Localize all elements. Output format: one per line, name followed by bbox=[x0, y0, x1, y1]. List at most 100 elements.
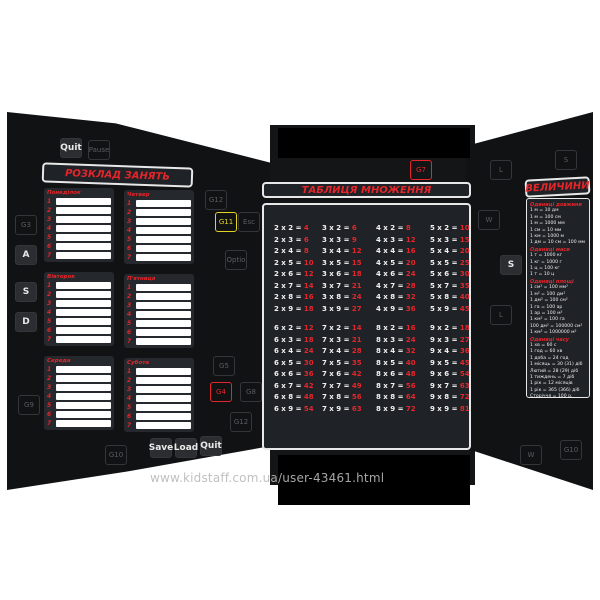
lesson-field[interactable] bbox=[136, 368, 191, 375]
lesson-number: 4 bbox=[127, 227, 132, 234]
result: 6 bbox=[351, 224, 357, 232]
multiplication-row: 9 x 6 = 54 bbox=[430, 370, 470, 382]
multiplication-row: 9 x 7 = 63 bbox=[430, 382, 470, 394]
lesson-field[interactable] bbox=[136, 293, 191, 300]
lesson-field[interactable] bbox=[136, 209, 191, 216]
lesson-field[interactable] bbox=[56, 198, 111, 205]
lesson-field[interactable] bbox=[56, 252, 111, 259]
lesson-field[interactable] bbox=[56, 366, 111, 373]
lesson-number: 3 bbox=[127, 302, 132, 309]
lesson-field[interactable] bbox=[56, 207, 111, 214]
values-line: 1 м = 10 дм bbox=[530, 208, 559, 214]
lesson-field[interactable] bbox=[136, 377, 191, 384]
values-line: 1 тиждень = 7 діб bbox=[530, 374, 575, 380]
multiplication-row: 4 x 3 = 12 bbox=[376, 236, 416, 248]
result: 35 bbox=[459, 281, 470, 290]
lesson-field[interactable] bbox=[136, 422, 191, 429]
keyboard-key: S bbox=[500, 255, 522, 275]
multiplication-title: ТАБЛИЦЯ МНОЖЕННЯ bbox=[262, 182, 471, 198]
result: 14 bbox=[351, 324, 362, 332]
lesson-field[interactable] bbox=[56, 300, 111, 307]
values-section-heading: Одиниці маси bbox=[530, 246, 570, 253]
lesson-field[interactable] bbox=[136, 284, 191, 291]
multiplication-row: 2 x 6 = 12 bbox=[274, 270, 314, 282]
keyboard-key: Quit bbox=[200, 436, 222, 456]
lesson-field[interactable] bbox=[136, 320, 191, 327]
values-line: Лютий = 28 (29) діб bbox=[530, 368, 579, 374]
values-line: 1 місяць = 30 (31) діб bbox=[530, 362, 583, 368]
multiplication-row: 8 x 5 = 40 bbox=[376, 359, 416, 371]
result: 49 bbox=[351, 381, 362, 390]
lesson-field[interactable] bbox=[56, 375, 111, 382]
result: 8 bbox=[303, 247, 309, 255]
lesson-number: 1 bbox=[47, 282, 52, 289]
lesson-number: 2 bbox=[127, 377, 132, 384]
lesson-number: 5 bbox=[127, 404, 132, 411]
result: 8 bbox=[405, 224, 411, 232]
lesson-row: 6 bbox=[127, 328, 191, 337]
multiplication-row: 2 x 2 = 4 bbox=[274, 224, 314, 236]
lesson-row: 5 bbox=[127, 403, 191, 412]
lesson-field[interactable] bbox=[136, 386, 191, 393]
expression: 2 x 3 = bbox=[274, 235, 304, 244]
lesson-field[interactable] bbox=[136, 245, 191, 252]
lesson-row: 5 bbox=[127, 319, 191, 328]
lesson-field[interactable] bbox=[56, 327, 111, 334]
expression: 9 x 7 = bbox=[430, 381, 460, 390]
lesson-field[interactable] bbox=[136, 329, 191, 336]
expression: 8 x 3 = bbox=[376, 335, 406, 344]
lesson-field[interactable] bbox=[56, 216, 111, 223]
lesson-field[interactable] bbox=[136, 227, 191, 234]
lesson-row: 4 bbox=[127, 226, 191, 235]
lesson-field[interactable] bbox=[136, 395, 191, 402]
lesson-field[interactable] bbox=[56, 309, 111, 316]
lesson-field[interactable] bbox=[56, 243, 111, 250]
multiplication-row: 6 x 4 = 24 bbox=[274, 347, 314, 359]
lesson-field[interactable] bbox=[56, 336, 111, 343]
multiplication-row: 3 x 2 = 6 bbox=[322, 224, 362, 236]
expression: 9 x 2 = bbox=[430, 324, 460, 332]
expression: 5 x 6 = bbox=[430, 270, 460, 278]
values-line: 1 м² = 100 дм² bbox=[530, 291, 566, 297]
lesson-number: 7 bbox=[47, 420, 52, 427]
lesson-field[interactable] bbox=[136, 404, 191, 411]
lesson-field[interactable] bbox=[56, 393, 111, 400]
keyboard-key: G12 bbox=[230, 412, 252, 432]
values-section-heading: Одиниці площі bbox=[530, 278, 574, 285]
lesson-number: 4 bbox=[47, 309, 52, 316]
lesson-field[interactable] bbox=[56, 291, 111, 298]
lesson-field[interactable] bbox=[56, 402, 111, 409]
lesson-number: 6 bbox=[47, 411, 52, 418]
expression: 6 x 3 = bbox=[274, 335, 304, 344]
lesson-number: 4 bbox=[47, 393, 52, 400]
expression: 3 x 4 = bbox=[322, 247, 352, 255]
lesson-field[interactable] bbox=[136, 302, 191, 309]
lesson-field[interactable] bbox=[136, 254, 191, 261]
lesson-row: 6 bbox=[127, 244, 191, 253]
multiplication-row: 8 x 4 = 32 bbox=[376, 347, 416, 359]
lesson-field[interactable] bbox=[56, 420, 111, 427]
lesson-field[interactable] bbox=[136, 218, 191, 225]
keyboard-key: L bbox=[490, 305, 512, 325]
lesson-field[interactable] bbox=[56, 384, 111, 391]
lesson-field[interactable] bbox=[56, 282, 111, 289]
expression: 9 x 5 = bbox=[430, 358, 460, 367]
lesson-field[interactable] bbox=[56, 411, 111, 418]
lesson-field[interactable] bbox=[136, 236, 191, 243]
result: 32 bbox=[405, 347, 416, 355]
lesson-row: 1 bbox=[127, 367, 191, 376]
lesson-field[interactable] bbox=[56, 318, 111, 325]
lesson-field[interactable] bbox=[136, 338, 191, 345]
lesson-field[interactable] bbox=[136, 311, 191, 318]
lesson-field[interactable] bbox=[56, 234, 111, 241]
lesson-field[interactable] bbox=[56, 225, 111, 232]
lesson-field[interactable] bbox=[136, 413, 191, 420]
result: 20 bbox=[405, 258, 416, 267]
values-line: 100 дм² = 100000 см² bbox=[530, 323, 583, 329]
lesson-row: 3 bbox=[47, 215, 111, 224]
lesson-field[interactable] bbox=[136, 200, 191, 207]
multiplication-row: 7 x 7 = 49 bbox=[322, 382, 362, 394]
multiplication-row: 6 x 6 = 36 bbox=[274, 370, 314, 382]
